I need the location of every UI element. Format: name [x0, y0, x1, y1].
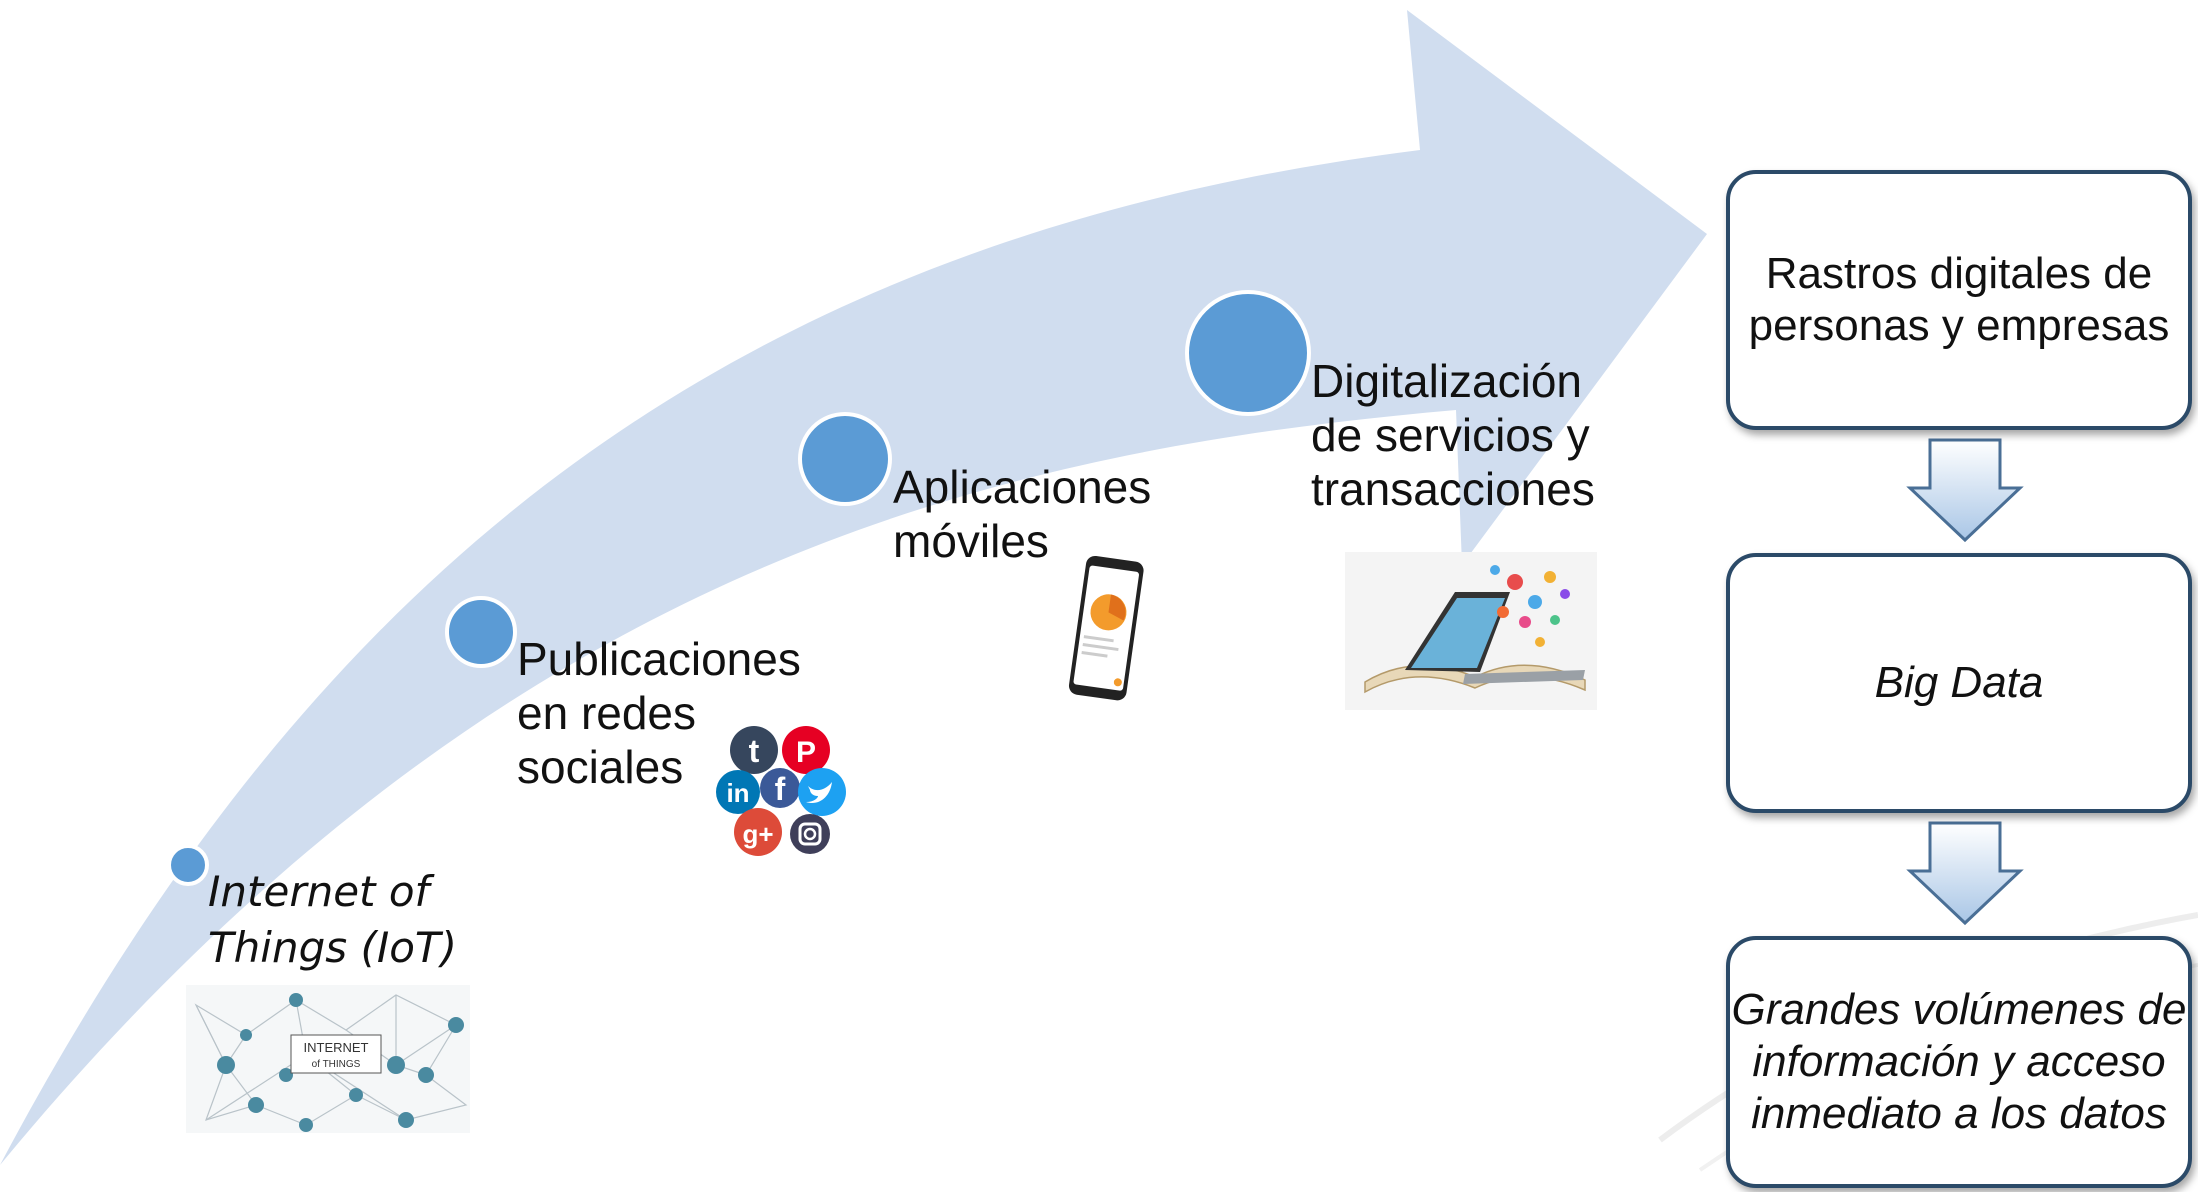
- label-iot-line: Internet of: [208, 867, 430, 916]
- social-media-image: t P in f g+: [714, 722, 852, 860]
- flow-box-line: Big Data: [1874, 658, 2044, 707]
- label-iot-line: Things (IoT): [208, 923, 457, 972]
- timeline-dot-iot: [167, 844, 209, 886]
- label-social-line: sociales: [517, 741, 684, 793]
- flow-box-text: Rastros digitales de personas y empresas: [1749, 248, 2170, 352]
- flow-box-digital-traces: Rastros digitales de personas y empresas: [1726, 170, 2192, 430]
- pinterest-icon: P: [796, 736, 816, 769]
- label-social: Publicaciones en redes sociales: [517, 632, 801, 794]
- linkedin-icon: in: [726, 778, 749, 808]
- label-mobile-line: Aplicaciones: [893, 461, 1152, 513]
- iot-network-image: INTERNET of THINGS: [186, 985, 470, 1133]
- label-mobile: Aplicaciones móviles: [893, 460, 1151, 568]
- flow-box-text: Grandes volúmenes de información y acces…: [1732, 984, 2187, 1140]
- flow-box-line: inmediato a los datos: [1751, 1089, 2167, 1138]
- label-digital-line: transacciones: [1311, 463, 1595, 515]
- label-digital-line: Digitalización: [1311, 355, 1583, 407]
- timeline-dot-mobile: [798, 412, 892, 506]
- flow-box-text: Big Data: [1875, 657, 2044, 709]
- iot-image-text: of THINGS: [312, 1059, 361, 1070]
- tumblr-icon: t: [749, 733, 760, 769]
- label-social-line: en redes: [517, 687, 697, 739]
- label-digital-line: de servicios y: [1311, 409, 1590, 461]
- flow-box-large-volumes: Grandes volúmenes de información y acces…: [1726, 936, 2192, 1188]
- flow-box-line: Grandes volúmenes de: [1731, 985, 2187, 1034]
- label-iot: Internet of Things (IoT): [208, 864, 457, 976]
- facebook-icon: f: [775, 771, 786, 807]
- timeline-dot-social: [445, 596, 517, 668]
- smartphone-image: [1055, 552, 1155, 707]
- flow-box-big-data: Big Data: [1726, 553, 2192, 813]
- label-mobile-line: móviles: [893, 515, 1049, 567]
- flow-box-line: Rastros digitales de: [1765, 249, 2153, 298]
- down-arrow-1: [1906, 438, 2024, 543]
- iot-image-text: INTERNET: [304, 1040, 369, 1055]
- laptop-book-image: [1345, 552, 1597, 710]
- label-digital: Digitalización de servicios y transaccio…: [1311, 354, 1595, 516]
- curved-growth-arrow: [0, 10, 1707, 1165]
- google-plus-icon: g+: [742, 819, 773, 849]
- instagram-icon: [798, 822, 822, 846]
- flow-box-line: personas y empresas: [1748, 301, 2170, 350]
- flow-box-line: información y acceso: [1752, 1037, 2166, 1086]
- down-arrow-2: [1906, 821, 2024, 926]
- timeline-dot-digital: [1185, 290, 1311, 416]
- label-social-line: Publicaciones: [517, 633, 801, 685]
- twitter-icon: [806, 782, 832, 804]
